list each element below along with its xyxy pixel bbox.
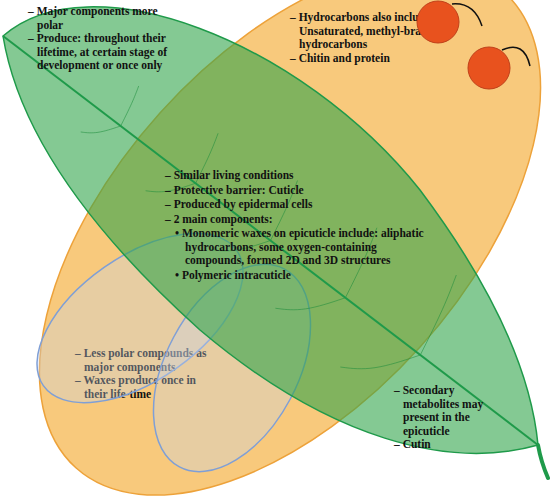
- leaf-vein: [340, 355, 420, 369]
- region-text: – Cutin: [394, 438, 502, 452]
- leaf-vein: [121, 86, 139, 126]
- shared-text: • Polymeric intracuticle: [175, 269, 427, 283]
- text-group: – Major components more polar– Produce: …: [28, 5, 170, 73]
- leaf-vein: [420, 275, 456, 355]
- shared-text: – Protective barrier: Cuticle: [165, 184, 427, 198]
- shared-text-group: – Similar living conditions– Protective …: [165, 169, 427, 283]
- shared-text: • Monomeric waxes on epicuticle include:…: [175, 227, 427, 268]
- text-group: – Hydrocarbons also include: Unsaturated…: [290, 11, 462, 65]
- region-text: – Chitin and protein: [290, 52, 462, 66]
- region-text: – Hydrocarbons also include: Unsaturated…: [290, 11, 462, 52]
- region-text: – Waxes produce once in their life-time: [75, 374, 207, 401]
- text-group: – Less polar compounds as major componen…: [75, 347, 207, 401]
- region-text: – Produce: throughout their lifetime, at…: [28, 32, 170, 73]
- leaf-stem: [538, 445, 548, 478]
- leaf-vein: [275, 298, 345, 310]
- region-text: – Major components more polar: [28, 5, 170, 32]
- leaf-vein: [81, 126, 121, 133]
- region-text: – Secondary metabolites may present in t…: [394, 384, 502, 438]
- text-group: – Secondary metabolites may present in t…: [394, 384, 502, 452]
- region-text: – Less polar compounds as major componen…: [75, 347, 207, 374]
- shared-text: – Similar living conditions: [165, 169, 427, 183]
- shared-text: – Produced by epidermal cells: [165, 198, 427, 212]
- shared-text: – 2 main components:: [165, 213, 427, 227]
